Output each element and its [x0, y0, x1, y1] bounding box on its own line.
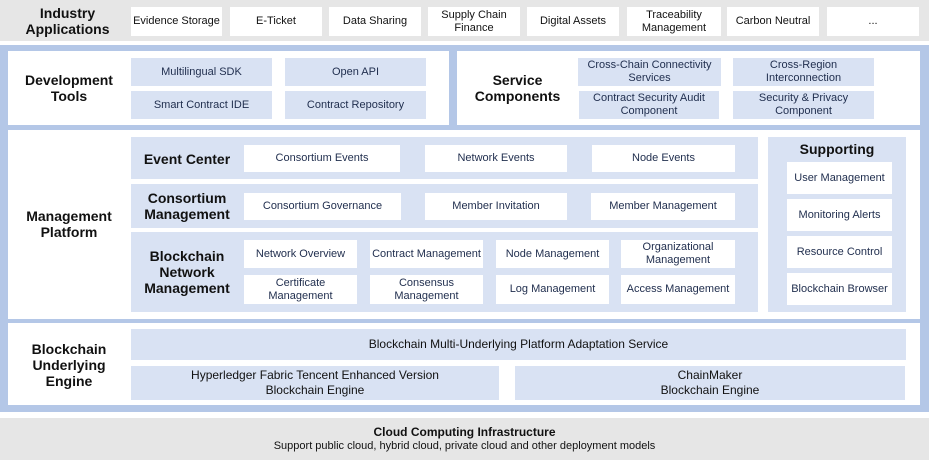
supporting-item: Blockchain Browser [787, 273, 892, 305]
industry-item: Carbon Neutral [727, 7, 819, 36]
consortium-management-item: Member Management [591, 193, 735, 220]
network-management-item: Contract Management [370, 240, 483, 268]
service-component-item: Cross-Region Interconnection [733, 58, 874, 86]
event-center-item: Network Events [425, 145, 567, 172]
industry-item: Digital Assets [527, 7, 619, 36]
industry-item: Evidence Storage [131, 7, 222, 36]
service-component-item: Cross-Chain Connectivity Services [578, 58, 721, 86]
industry-applications-title: Industry Applications [25, 5, 110, 37]
network-management-item: Consensus Management [370, 275, 483, 304]
industry-item: Data Sharing [329, 7, 421, 36]
industry-item-more: ... [827, 7, 919, 36]
network-management-title: Blockchain Network Management [144, 248, 230, 296]
network-management-item: Access Management [621, 275, 735, 304]
dev-tool-item: Open API [285, 58, 426, 86]
service-components-title: Service Components [474, 72, 561, 104]
cloud-infrastructure-title: Cloud Computing Infrastructure [373, 424, 556, 439]
network-management-item: Organizational Management [621, 240, 735, 268]
engine-chainmaker: ChainMaker Blockchain Engine [515, 366, 905, 400]
event-center-title: Event Center [143, 151, 231, 167]
underlying-engine-title: Blockchain Underlying Engine [31, 341, 107, 389]
cloud-infrastructure-subtitle: Support public cloud, hybrid cloud, priv… [273, 440, 656, 452]
event-center-item: Consortium Events [244, 145, 400, 172]
supporting-title: Supporting [799, 141, 875, 157]
supporting-item: Monitoring Alerts [787, 199, 892, 231]
cloud-infrastructure-band [0, 418, 929, 460]
dev-tool-item: Multilingual SDK [131, 58, 272, 86]
event-center-item: Node Events [592, 145, 735, 172]
dev-tool-item: Smart Contract IDE [131, 91, 272, 119]
adaptation-service: Blockchain Multi-Underlying Platform Ada… [131, 329, 906, 360]
consortium-management-item: Consortium Governance [244, 193, 401, 220]
industry-item: Traceability Management [627, 7, 721, 36]
network-management-item: Node Management [496, 240, 609, 268]
service-component-item: Contract Security Audit Component [579, 91, 719, 119]
industry-item: E-Ticket [230, 7, 322, 36]
service-component-item: Security & Privacy Component [733, 91, 874, 119]
engine-fabric: Hyperledger Fabric Tencent Enhanced Vers… [131, 366, 499, 400]
dev-tool-item: Contract Repository [285, 91, 426, 119]
network-management-item: Log Management [496, 275, 609, 304]
development-tools-title: Development Tools [25, 72, 113, 104]
network-management-item: Network Overview [244, 240, 357, 268]
network-management-item: Certificate Management [244, 275, 357, 304]
consortium-management-item: Member Invitation [425, 193, 567, 220]
supporting-item: Resource Control [787, 236, 892, 268]
industry-item: Supply Chain Finance [428, 7, 520, 36]
consortium-management-title: Consortium Management [144, 190, 230, 222]
supporting-item: User Management [787, 162, 892, 194]
management-platform-title: Management Platform [26, 208, 112, 240]
